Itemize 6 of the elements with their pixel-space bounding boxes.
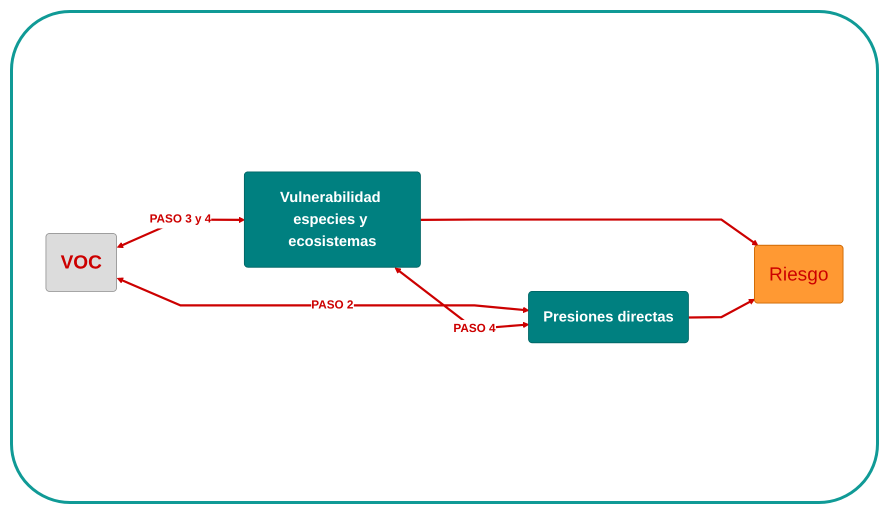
edge-label: PASO 2 — [311, 298, 354, 311]
edge-label: PASO 4 — [453, 322, 496, 334]
arrow — [116, 277, 530, 313]
arrow — [688, 298, 756, 318]
arrow — [420, 218, 758, 246]
edge-label: PASO 3 y 4 — [150, 212, 212, 226]
